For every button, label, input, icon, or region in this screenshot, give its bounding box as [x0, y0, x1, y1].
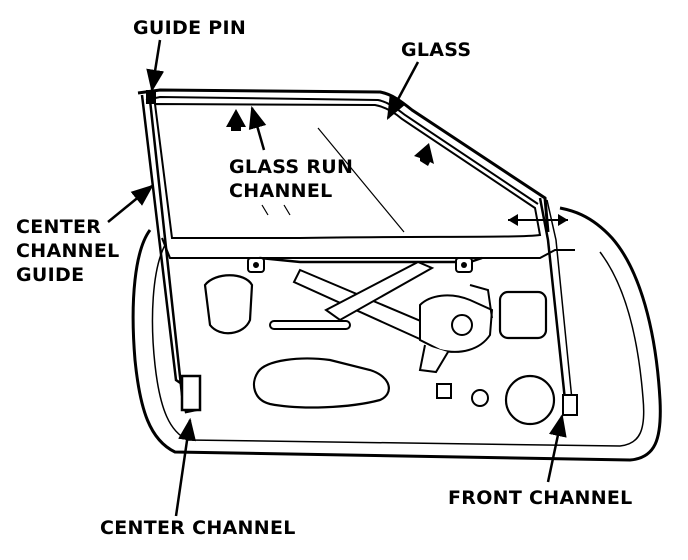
up-arrow-icon: [414, 143, 434, 166]
up-arrow-icon: [226, 109, 246, 131]
regulator-gear: [469, 284, 493, 319]
panel-opening-small: [471, 389, 489, 407]
panel-opening-upper-right: [498, 290, 548, 340]
panel-opening-round: [504, 374, 556, 426]
door-outer-panel: [131, 206, 662, 462]
front-channel-rail: [538, 197, 567, 401]
glass-hatch-2: [283, 204, 291, 216]
center-channel-bracket: [180, 374, 202, 412]
front-channel-label: FRONT CHANNEL: [448, 487, 633, 509]
glass-run-channel-label: GLASS RUN CHANNEL: [229, 156, 354, 202]
door-inner-rim: [151, 244, 645, 447]
regulator-hub-center: [451, 314, 473, 336]
glass-reflection-line: [317, 127, 405, 233]
panel-opening-upper-left: [203, 274, 254, 335]
panel-opening-square: [436, 383, 452, 399]
guide-pin-marker: [146, 90, 156, 104]
belt-line: [161, 237, 575, 259]
roller-right-pin: [461, 262, 467, 268]
glass-hatch-1: [261, 204, 269, 216]
glass-run-channel-leader: [248, 105, 267, 151]
center-channel-label: CENTER CHANNEL: [100, 517, 296, 539]
glass-leader: [386, 61, 420, 120]
panel-opening-lower-left: [252, 357, 390, 409]
guide-pin-leader: [146, 39, 165, 93]
front-channel-rail-inner: [546, 199, 573, 401]
regulator-sector: [418, 344, 449, 374]
center-channel-guide-label: CENTER CHANNEL GUIDE: [16, 216, 120, 286]
door-handle-rod: [269, 320, 351, 330]
front-channel-leader: [546, 413, 567, 483]
center-channel-leader: [174, 417, 196, 517]
guide-pin-label: GUIDE PIN: [133, 17, 247, 39]
front-channel-bracket: [562, 394, 578, 416]
double-arrow-icon: [508, 214, 568, 226]
center-channel-rail: [140, 94, 200, 414]
glass-label: GLASS: [401, 39, 472, 61]
center-channel-guide-leader: [107, 184, 154, 223]
roller-left-pin: [253, 262, 259, 268]
